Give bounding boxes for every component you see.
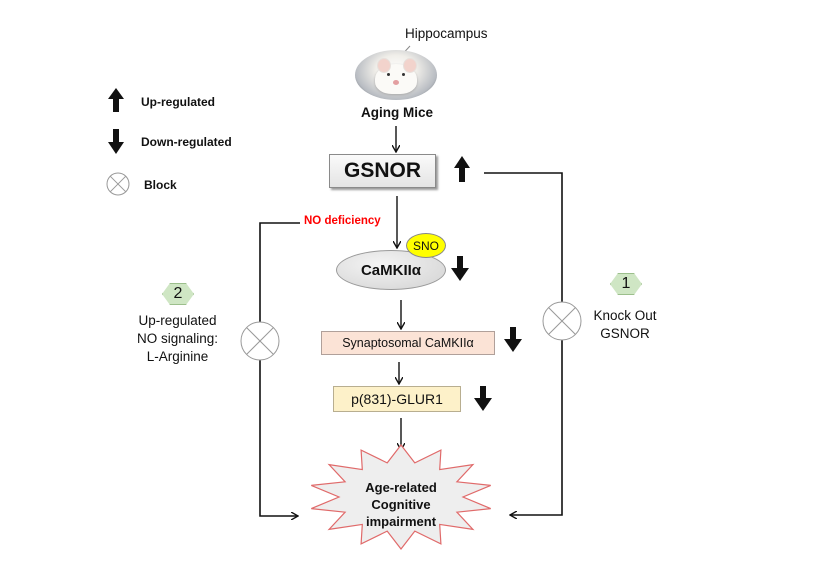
intervention-1-number: 1 [621,275,631,292]
mouse-ear-left [377,58,391,73]
gsnor-node: GSNOR [329,154,436,188]
intervention-1-line-1: Knock Out [593,308,657,323]
block-icon-left-pathway [240,321,280,361]
gsnor-label: GSNOR [343,159,421,182]
block-icon-right-pathway [542,301,582,341]
intervention-2-badge: 2 [162,283,194,305]
intervention-2-line-2: NO signaling: [136,331,219,346]
mouse-eye-right [402,73,405,76]
outcome-line-1: Age-related [365,480,437,495]
mouse-eye-left [387,73,390,76]
aging-mouse-image [355,50,437,100]
sno-label: SNO [412,238,439,253]
glur1-down-arrow-icon [474,386,492,411]
p831-glur1-label: p(831)-GLUR1 [351,391,443,407]
synaptosomal-down-arrow-icon [504,327,522,352]
hippocampus-label: Hippocampus [405,26,488,41]
sno-badge: SNO [406,233,446,258]
intervention-2-line-3: L-Arginine [146,349,209,364]
mouse-nose [393,80,399,85]
gsnor-up-arrow-icon [454,156,470,182]
right-pathway-line [484,172,563,515]
legend-down-arrow-icon [108,129,124,154]
intervention-2-text: Up-regulated NO signaling: L-Arginine [125,312,230,366]
intervention-1-text: Knock Out GSNOR [585,307,665,343]
legend-up-arrow-icon [108,88,124,112]
intervention-2-number: 2 [173,285,183,302]
intervention-1-badge: 1 [610,273,642,295]
legend-block-icon [106,172,130,196]
intervention-1-line-2: GSNOR [600,326,650,341]
camkii-down-arrow-icon [451,256,469,281]
outcome-label: Age-related Cognitive impairment [346,479,456,530]
outcome-starburst-shape [311,444,491,550]
synaptosomal-camkii-node: Synaptosomal CaMKIIα [321,331,495,355]
intervention-2-line-1: Up-regulated [138,313,217,328]
legend-down-regulated-label: Down-regulated [141,135,232,149]
aging-mice-label: Aging Mice [361,105,434,120]
p831-glur1-node: p(831)-GLUR1 [333,386,461,412]
no-deficiency-label: NO deficiency [304,215,381,227]
legend-up-regulated-label: Up-regulated [141,95,216,109]
camkii-label: CaMKIIα [360,261,422,279]
left-pathway-line [259,222,300,516]
mouse-ear-right [403,58,417,73]
outcome-line-3: impairment [365,514,437,529]
legend-block-label: Block [144,178,177,192]
synaptosomal-camkii-label: Synaptosomal CaMKIIα [342,336,474,350]
outcome-line-2: Cognitive [371,497,431,512]
